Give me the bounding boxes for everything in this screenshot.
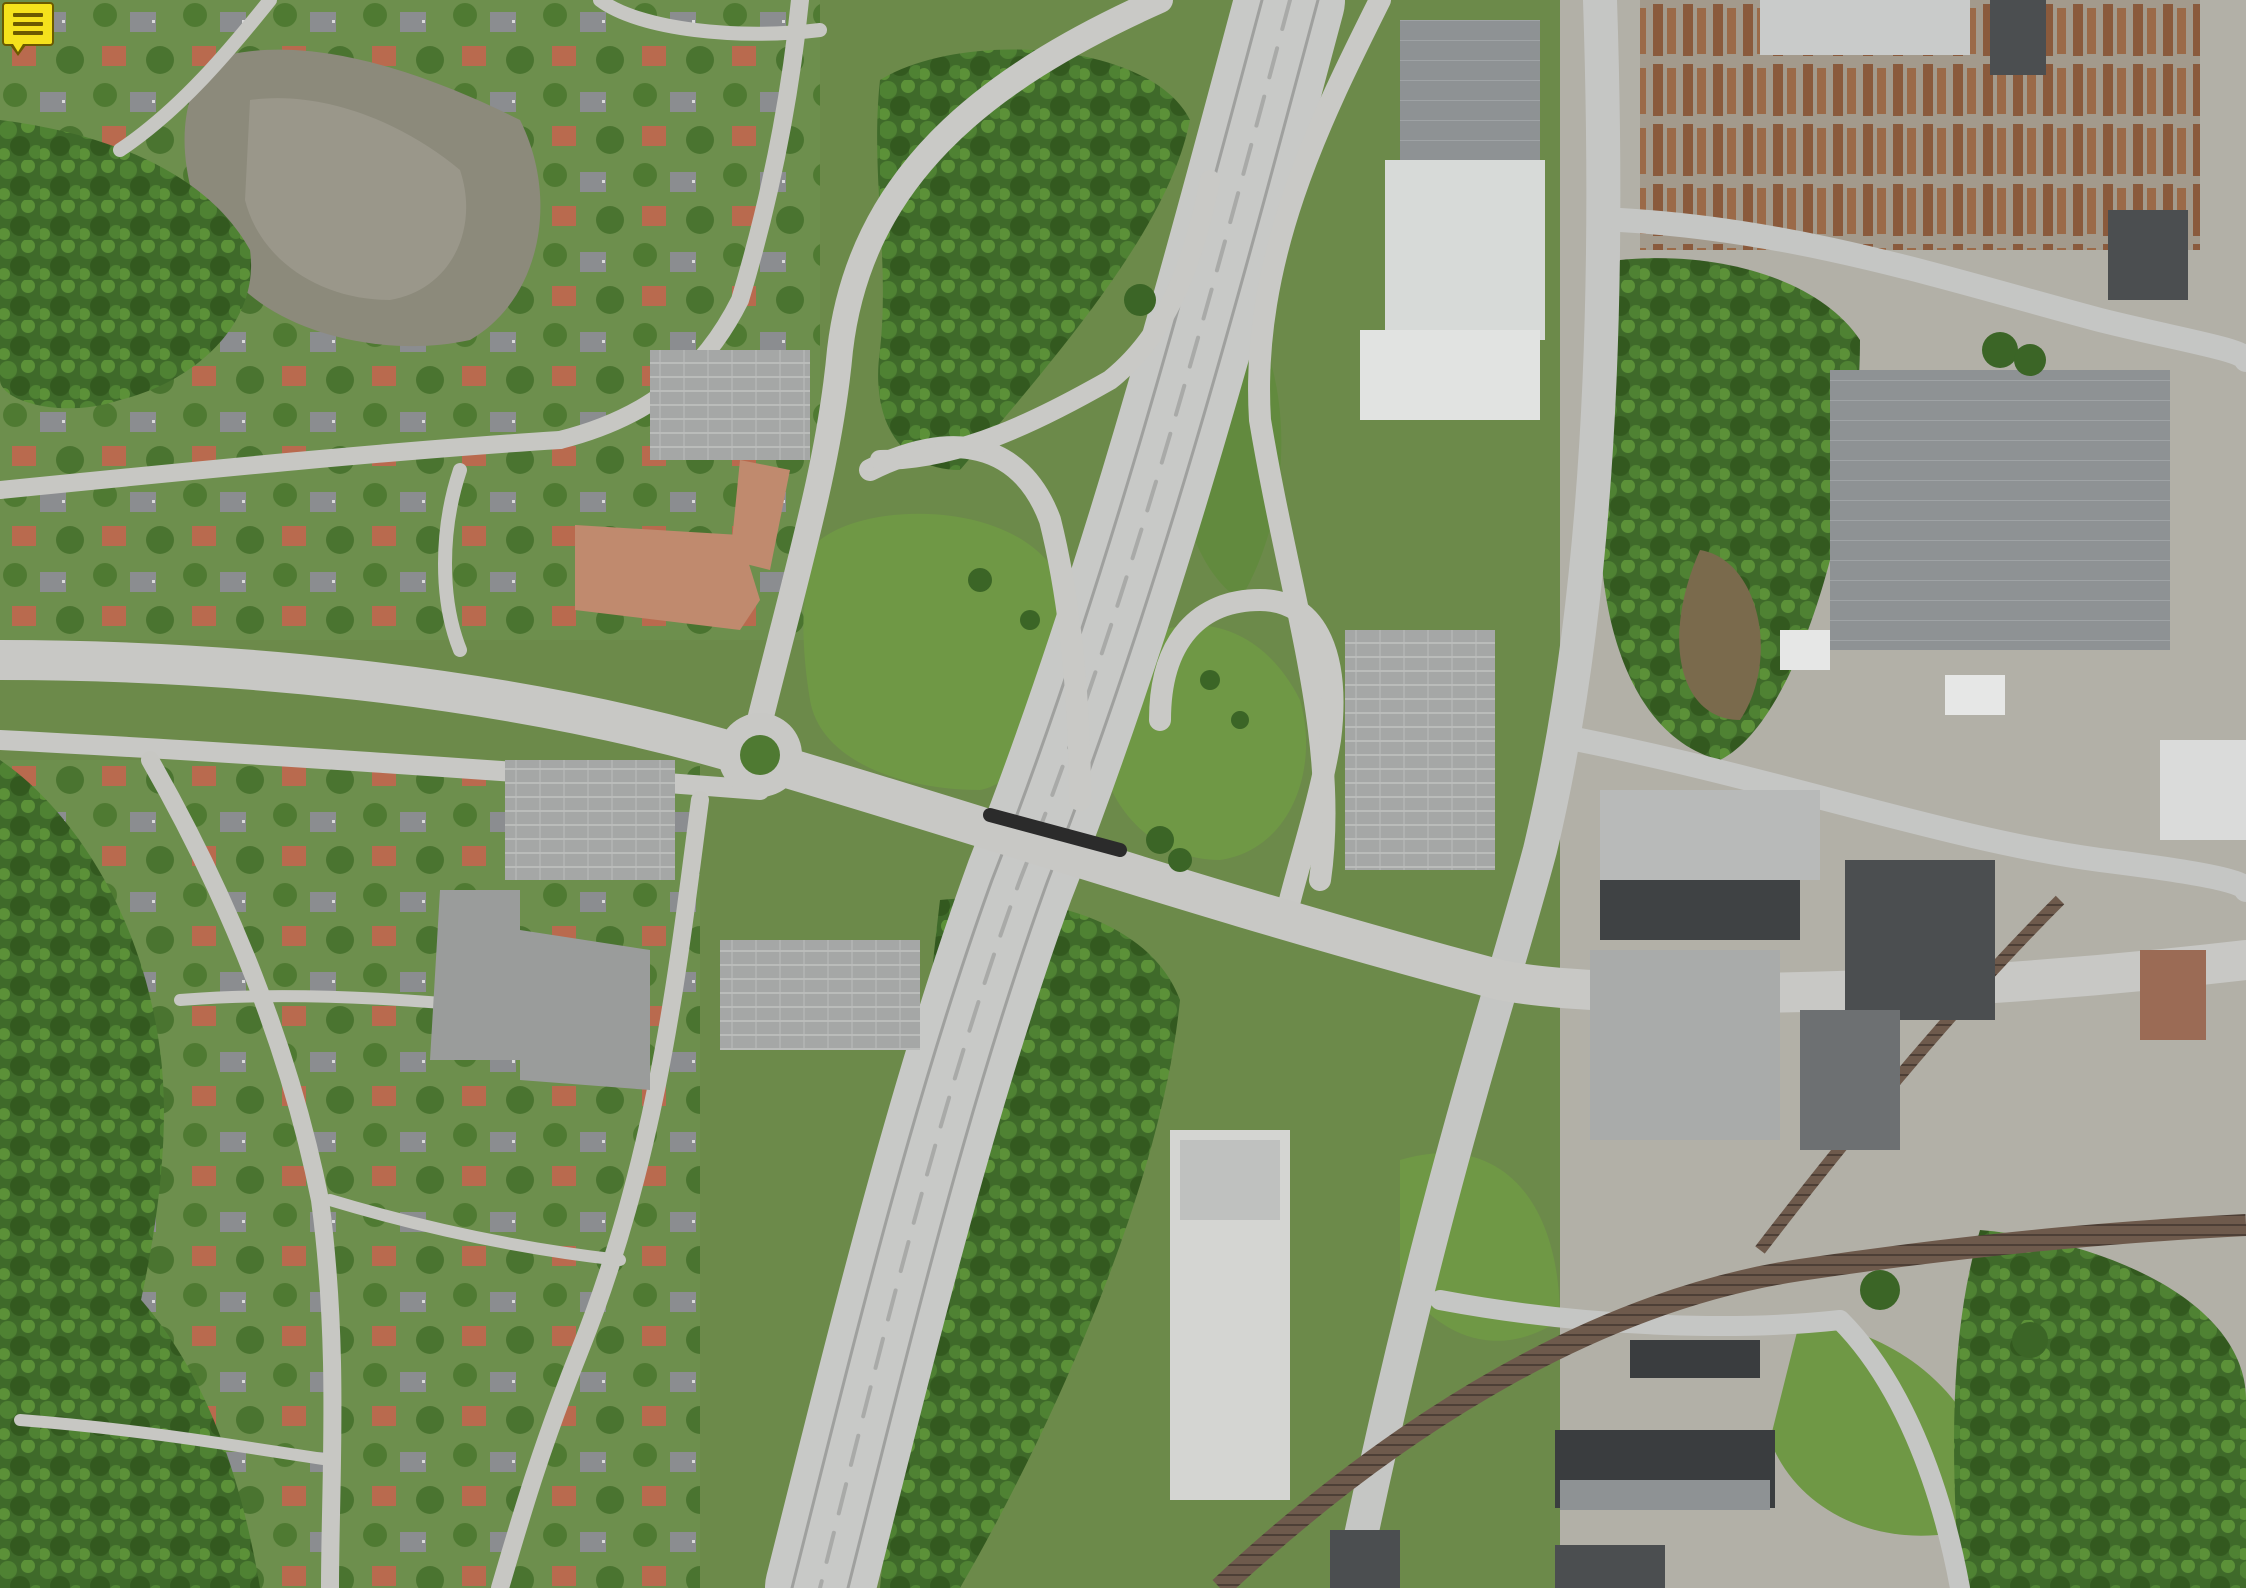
- menu-pointer-tail-inner: [13, 44, 23, 52]
- map-menu-button[interactable]: [2, 2, 54, 56]
- hamburger-menu-icon-line-2: [13, 22, 43, 26]
- hamburger-menu-icon-line-3: [13, 31, 43, 35]
- hamburger-menu-icon-line-1: [13, 13, 43, 17]
